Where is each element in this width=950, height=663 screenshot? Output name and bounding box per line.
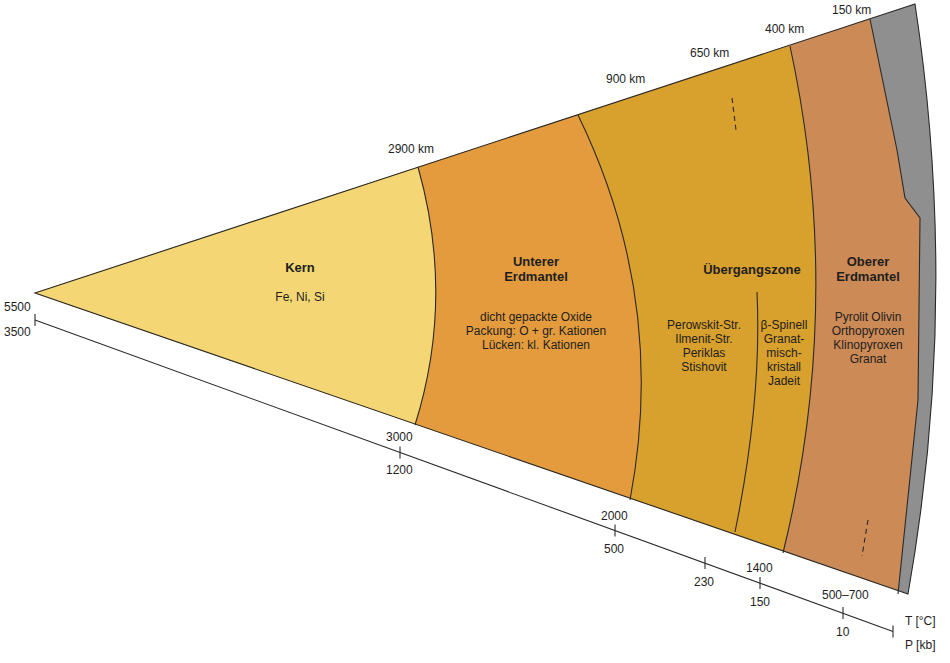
scale-value: 230 xyxy=(694,575,714,589)
layer-name: Übergangszone xyxy=(703,262,801,277)
scale-value: 500–700 xyxy=(822,588,869,602)
depth-label: 900 km xyxy=(606,72,645,86)
scale-value: 10 xyxy=(836,625,849,639)
axis-tick xyxy=(842,607,843,619)
scale-value: 5500 xyxy=(4,300,31,314)
scale-value: 150 xyxy=(750,595,770,609)
scale-value: P [kb] xyxy=(905,638,935,652)
layer-name: Unterer Erdmantel xyxy=(503,254,570,284)
section-outline xyxy=(35,4,936,594)
scale-value: T [°C] xyxy=(905,614,936,628)
earth-layer: Oberer ErdmantelPyrolit Olivin Orthopyro… xyxy=(783,15,923,595)
depth-label: 150 km xyxy=(832,3,871,17)
layer-minerals: Pyrolit Olivin Orthopyroxen Klinopyroxen… xyxy=(830,310,906,366)
layer-boundary xyxy=(578,115,641,500)
axis-tick xyxy=(759,577,760,589)
depth-label: 2900 km xyxy=(388,142,434,156)
crust-boundary xyxy=(870,19,920,594)
layer-name: Oberer Erdmantel xyxy=(835,254,902,284)
layer-minerals: β-Spinell Granat- misch- kristall Jadeit xyxy=(759,318,809,388)
layer-minerals: Fe, Ni, Si xyxy=(275,290,324,304)
earth-layer: Unterer Erdmantel dicht gepackte Oxide Pa… xyxy=(415,110,675,505)
scale-value: 2000 xyxy=(601,509,628,523)
transition-zone-band xyxy=(0,0,816,663)
earth-layer: KernFe, Ni, Si xyxy=(35,165,420,430)
scale-value: 500 xyxy=(604,542,624,556)
axis-tick xyxy=(704,557,705,569)
axis-tick xyxy=(892,626,893,638)
upper-mantle-band xyxy=(0,0,920,663)
scale-value: 1400 xyxy=(746,561,773,575)
axis-tick xyxy=(614,525,615,537)
scale-value: 3000 xyxy=(386,430,413,444)
dashed-boundary xyxy=(732,98,736,130)
layer-boundary xyxy=(783,46,816,553)
earth-layer: ÜbergangszonePerowskit-Str. Ilmenit-Str.… xyxy=(578,40,793,560)
depth-label: 650 km xyxy=(690,46,729,60)
scale-value: 3500 xyxy=(4,325,31,339)
scale-axis xyxy=(35,320,893,632)
axis-tick xyxy=(34,314,35,326)
layer-minerals: dicht gepackte Oxide Packung: O + gr. Ka… xyxy=(455,310,617,352)
lower-mantle-band xyxy=(0,0,641,663)
layer-minerals: Perowskit-Str. Ilmenit-Str. Periklas Sti… xyxy=(665,318,743,374)
axis-tick xyxy=(399,447,400,459)
dashed-boundary xyxy=(862,520,868,556)
layer-boundary xyxy=(415,167,436,425)
depth-label: 400 km xyxy=(765,22,804,36)
layer-name: Kern xyxy=(285,260,315,275)
scale-value: 1200 xyxy=(386,463,413,477)
